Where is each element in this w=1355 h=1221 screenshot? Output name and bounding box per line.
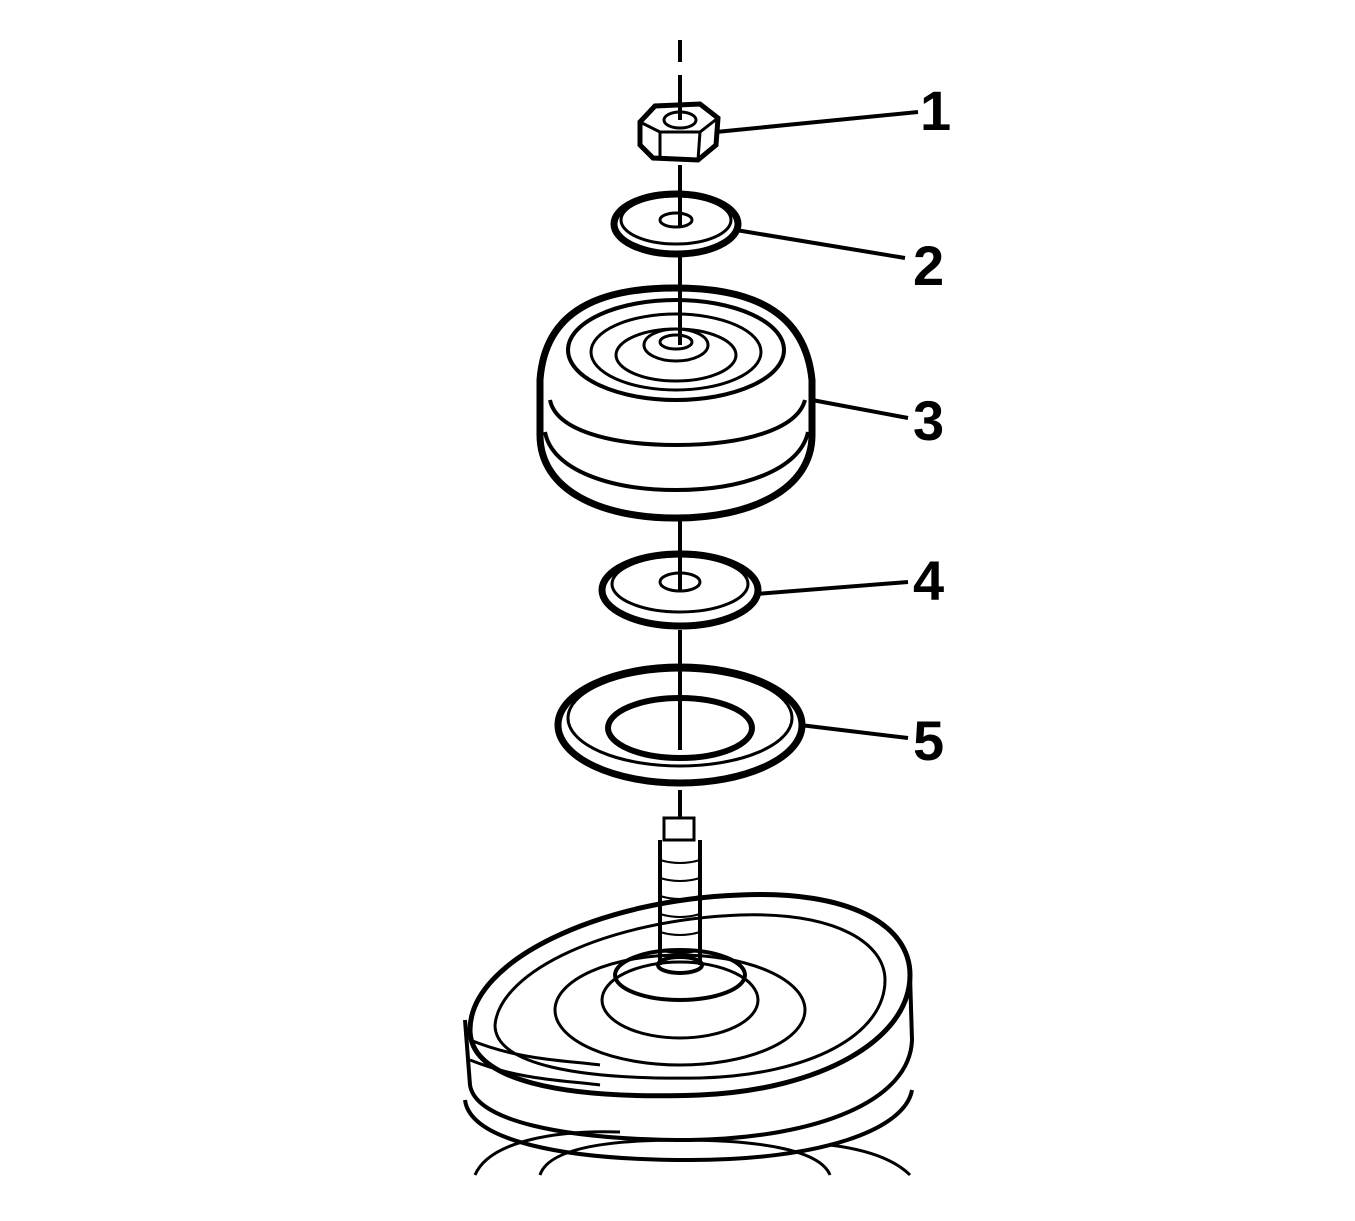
callout-2: 2 (913, 234, 944, 297)
strut-and-spring-assembly (463, 816, 915, 1177)
callout-3: 3 (913, 389, 944, 452)
callout-5: 5 (913, 709, 944, 772)
leader-lines (715, 110, 919, 740)
part-1-nut (637, 101, 721, 163)
callout-labels: 1 2 3 4 5 (913, 79, 951, 772)
callout-1: 1 (920, 79, 951, 142)
part-3-strut-mount (536, 284, 816, 522)
part-2-washer (610, 190, 742, 258)
callout-4: 4 (913, 549, 944, 612)
part-4-bearing-washer (598, 550, 762, 630)
